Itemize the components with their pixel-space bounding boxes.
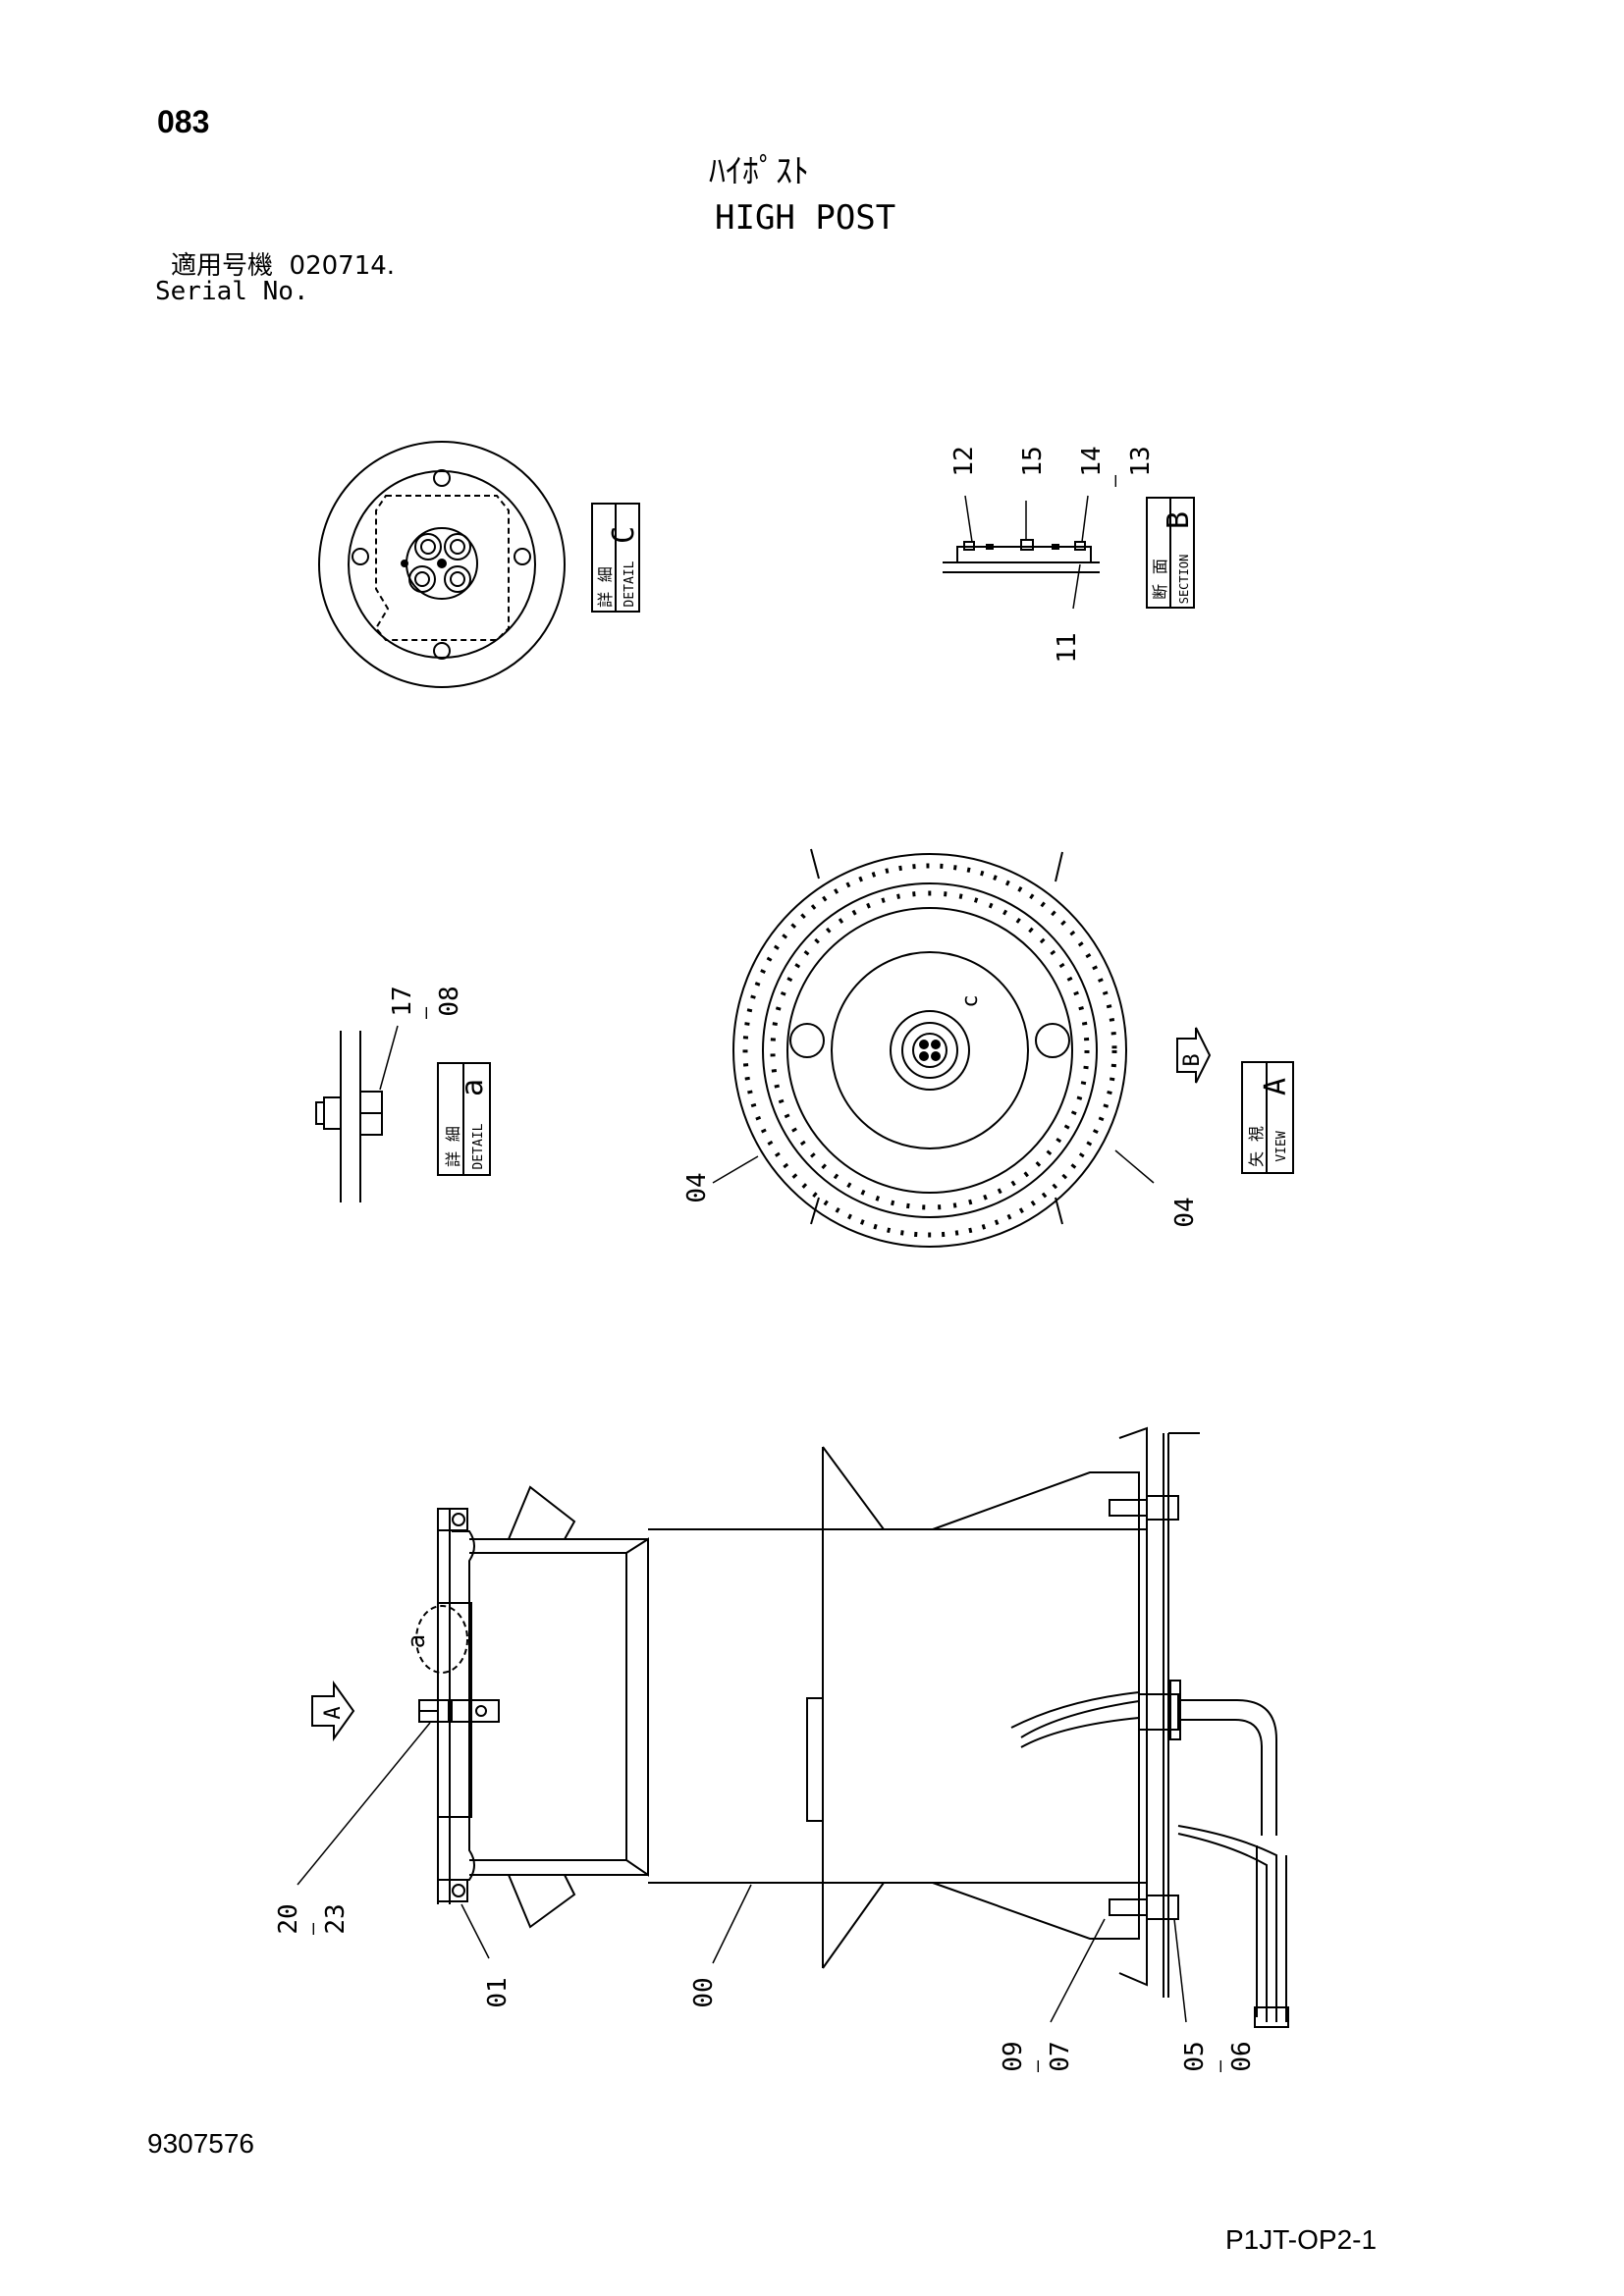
callout-20: 20 bbox=[274, 1903, 303, 1934]
serial-value: 020714. bbox=[289, 251, 396, 281]
detail-a-jp: 詳 細 bbox=[444, 1126, 462, 1167]
dash-05-06: – bbox=[1208, 2059, 1231, 2072]
title-japanese: ﾊｲﾎﾟｽﾄ bbox=[709, 152, 809, 191]
marker-A: A bbox=[321, 1706, 346, 1719]
dash-20-23: – bbox=[300, 1922, 324, 1935]
serial-line-japanese: 適用号機 020714. bbox=[171, 253, 395, 279]
detail-a-drawing bbox=[315, 1025, 399, 1202]
callout-04-right: 04 bbox=[1170, 1197, 1200, 1227]
callout-13: 13 bbox=[1126, 446, 1156, 476]
view-a-jp: 矢 視 bbox=[1247, 1126, 1266, 1167]
view-a-en: VIEW bbox=[1274, 1131, 1289, 1161]
serial-label-jp: 適用号機 bbox=[171, 251, 274, 281]
detail-c-en: DETAIL bbox=[623, 561, 637, 607]
document-number: 9307576 bbox=[147, 2128, 255, 2159]
marker-B: B bbox=[1180, 1053, 1205, 1066]
callout-04-left: 04 bbox=[682, 1172, 712, 1202]
dash-17-08: – bbox=[413, 1006, 437, 1019]
main-assembly-drawing bbox=[297, 1426, 1289, 2028]
callout-09: 09 bbox=[999, 2041, 1028, 2071]
callout-07: 07 bbox=[1046, 2041, 1075, 2071]
title-english: HIGH POST bbox=[715, 198, 896, 238]
callout-01: 01 bbox=[483, 1977, 513, 2007]
detail-a-label-box bbox=[437, 1062, 491, 1176]
callout-14: 14 bbox=[1077, 446, 1107, 476]
sheet-code: P1JT-OP2-1 bbox=[1225, 2224, 1378, 2255]
section-b-jp: 断 面 bbox=[1151, 559, 1169, 600]
section-b-drawing bbox=[943, 495, 1100, 610]
callout-00: 00 bbox=[689, 1977, 719, 2007]
callout-06: 06 bbox=[1227, 2041, 1257, 2071]
callout-17: 17 bbox=[388, 986, 417, 1016]
detail-a-en: DETAIL bbox=[471, 1123, 486, 1169]
detail-c-jp: 詳 細 bbox=[596, 566, 615, 608]
view-a-letter: A bbox=[1259, 1078, 1293, 1095]
page-number: 083 bbox=[157, 104, 210, 139]
detail-c-drawing bbox=[318, 441, 566, 688]
detail-a-letter: a bbox=[456, 1079, 490, 1096]
section-b-letter: B bbox=[1162, 511, 1196, 529]
callout-08: 08 bbox=[435, 986, 464, 1016]
marker-a: a bbox=[403, 1634, 430, 1648]
detail-c-label-box bbox=[591, 503, 640, 613]
serial-label-english: Serial No. bbox=[155, 277, 309, 306]
callout-11: 11 bbox=[1053, 632, 1082, 663]
view-a-label-box bbox=[1241, 1061, 1294, 1174]
section-b-en: SECTION bbox=[1177, 555, 1191, 605]
section-b-label-box bbox=[1146, 497, 1195, 609]
marker-c: c bbox=[958, 994, 983, 1007]
callout-23: 23 bbox=[321, 1903, 351, 1934]
dash-14-13: – bbox=[1103, 474, 1126, 487]
view-a-drawing bbox=[712, 848, 1212, 1248]
callout-05: 05 bbox=[1180, 2041, 1210, 2071]
callout-12: 12 bbox=[949, 446, 979, 476]
dash-09-07: – bbox=[1025, 2059, 1049, 2072]
detail-c-letter: C bbox=[607, 526, 641, 544]
callout-15: 15 bbox=[1018, 446, 1048, 476]
